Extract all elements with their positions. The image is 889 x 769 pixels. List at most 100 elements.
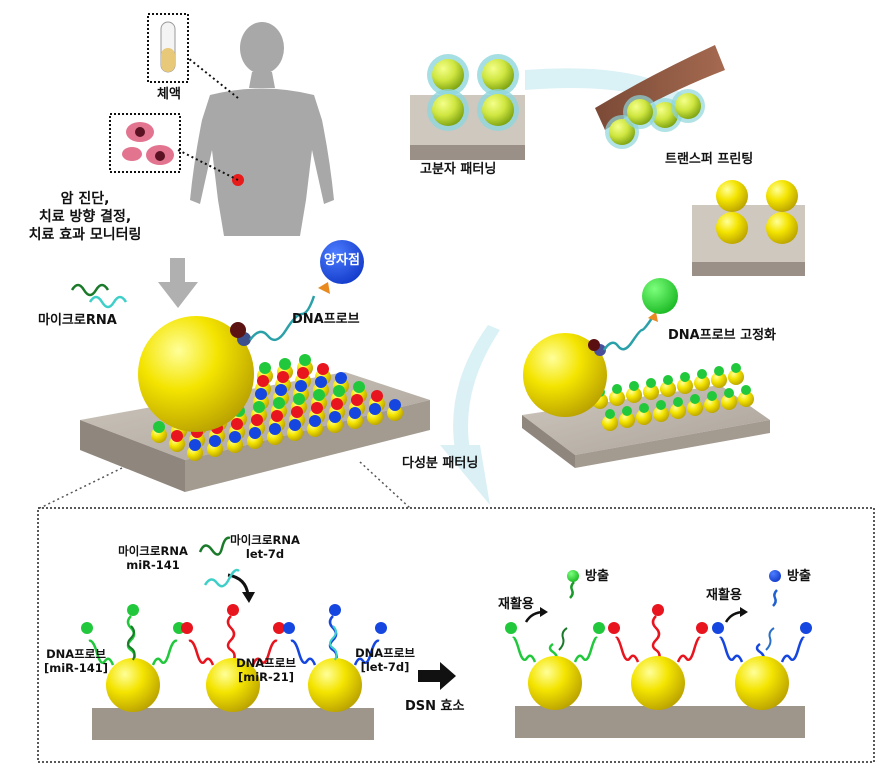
pattern-probe xyxy=(251,414,263,426)
pattern-probe xyxy=(253,401,265,413)
probe-strand xyxy=(88,639,115,666)
fix-probe xyxy=(707,391,717,401)
pattern-probe xyxy=(331,398,343,410)
pattern-probe xyxy=(297,367,309,379)
pattern-probe xyxy=(291,406,303,418)
probe-strand xyxy=(719,636,744,663)
green-quantum-dot xyxy=(642,278,678,314)
pattern-probe xyxy=(371,390,383,402)
pattern-probe xyxy=(209,435,221,447)
cancer-cells-icon xyxy=(122,122,174,165)
recycle-left-label: 재활용 xyxy=(498,597,534,612)
tube-box xyxy=(147,13,189,83)
pattern-probe xyxy=(313,389,325,401)
fix-probe xyxy=(714,366,724,376)
bottom-left-substrate xyxy=(92,708,374,740)
pattern-probe xyxy=(335,372,347,384)
pattern-probe xyxy=(189,439,201,451)
body-fluid-label: 체액 xyxy=(157,87,181,102)
fix-probe xyxy=(673,397,683,407)
detail-box xyxy=(37,507,875,763)
probe-strand xyxy=(290,639,317,666)
mirna-free xyxy=(558,627,568,651)
probe-let7d-label-1: DNA프로브 xyxy=(355,646,415,660)
pattern-probe xyxy=(275,384,287,396)
probe-strand xyxy=(676,636,701,663)
probe-21-label-1: DNA프로브 xyxy=(236,656,296,670)
polymer-ball xyxy=(432,59,464,91)
down-arrow xyxy=(158,258,198,308)
pattern-probe xyxy=(259,362,271,374)
polymer-ball xyxy=(432,94,464,126)
microrna-label: 마이크로RNA xyxy=(38,313,117,328)
probe-tip xyxy=(712,622,724,634)
stamp-ball xyxy=(609,119,635,145)
hybrid-strand xyxy=(127,625,136,661)
probe-strand xyxy=(251,639,278,666)
probe-tip xyxy=(181,622,193,634)
pattern-probe xyxy=(279,358,291,370)
mirna-141-label-2: miR-141 xyxy=(126,558,180,572)
pattern-probe xyxy=(257,375,269,387)
pattern-probe xyxy=(269,423,281,435)
probe-ball xyxy=(106,658,160,712)
probe-strand xyxy=(151,639,178,666)
mirna-let7d-label-1: 마이크로RNA xyxy=(230,533,300,547)
probe-tip xyxy=(696,622,708,634)
pattern-probe xyxy=(317,363,329,375)
polymer-patterning-substrate xyxy=(410,54,525,160)
fix-ball xyxy=(694,375,710,391)
pattern-probe xyxy=(249,427,261,439)
pattern-probe xyxy=(349,407,361,419)
purpose-line3: 치료 효과 모니터링 xyxy=(28,227,142,243)
target-ball xyxy=(138,316,254,432)
probe-tip xyxy=(505,622,517,634)
pattern-probe xyxy=(271,410,283,422)
fix-probe xyxy=(656,400,666,410)
multi-patterning-label: 다성분 패터닝 xyxy=(402,456,479,471)
pattern-probe xyxy=(309,415,321,427)
fix-ball xyxy=(602,415,618,431)
fix-ball xyxy=(643,384,659,400)
fix-probe xyxy=(697,369,707,379)
probe-tip xyxy=(329,604,341,616)
probe-ball xyxy=(308,658,362,712)
dsn-enzyme-label: DSN 효소 xyxy=(405,699,465,714)
probe-tip xyxy=(593,622,605,634)
probe-strand xyxy=(615,636,640,663)
pattern-probe xyxy=(273,397,285,409)
polymer-ball xyxy=(482,59,514,91)
fix-ball xyxy=(687,400,703,416)
pattern-probe xyxy=(153,421,165,433)
probe-tip xyxy=(127,604,139,616)
stamp-ball xyxy=(675,93,701,119)
recycle-right-label: 재활용 xyxy=(706,588,742,603)
test-tube-icon xyxy=(160,21,176,73)
transfer-printing-label: 트랜스퍼 프린팅 xyxy=(665,152,754,167)
stamp-ball xyxy=(627,99,653,125)
fix-probe xyxy=(731,363,741,373)
probe-141-label-2: [miR-141] xyxy=(43,661,109,675)
transferred-ball xyxy=(716,180,748,212)
pattern-probe xyxy=(369,403,381,415)
fix-probe xyxy=(663,375,673,385)
fix-ball xyxy=(738,391,754,407)
probe-tip xyxy=(375,622,387,634)
main-patterned-substrate xyxy=(80,240,430,492)
transferred-substrate xyxy=(692,180,805,276)
fix-probe xyxy=(605,409,615,419)
fix-ball xyxy=(721,394,737,410)
pattern-probe xyxy=(351,394,363,406)
probe-ball xyxy=(631,656,685,710)
fix-ball xyxy=(660,381,676,397)
transferred-ball xyxy=(716,212,748,244)
probe-tip xyxy=(227,604,239,616)
released-green xyxy=(567,570,579,582)
transferred-ball xyxy=(766,180,798,212)
probe-strand xyxy=(573,636,598,663)
mirna-let7d-label-2: let-7d xyxy=(245,547,285,561)
pattern-probe xyxy=(311,402,323,414)
fix-ball xyxy=(626,387,642,403)
bottom-right-substrate xyxy=(515,706,805,738)
fix-ball xyxy=(609,390,625,406)
